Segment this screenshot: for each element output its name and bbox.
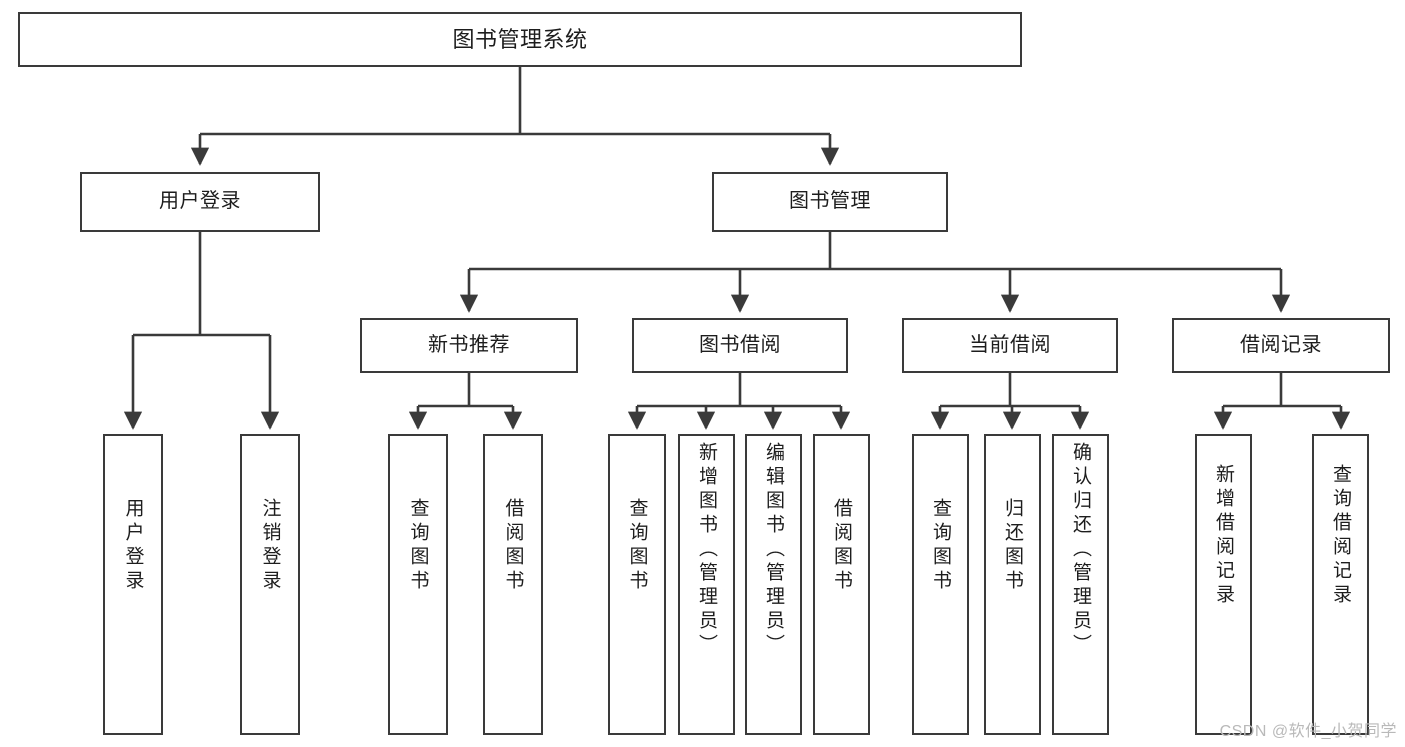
node-root[interactable]: 图书管理系统 — [18, 12, 1022, 67]
leaf-book-borrow-query-book[interactable]: 查询图书 — [608, 434, 666, 735]
node-book-borrow-label: 图书借阅 — [699, 333, 781, 356]
node-book-management[interactable]: 图书管理 — [712, 172, 948, 232]
node-new-book-recommend-label: 新书推荐 — [428, 333, 510, 356]
leaf-borrow-record-add-record[interactable]: 新增借阅记录 — [1195, 434, 1252, 735]
leaf-book-borrow-edit-book-label: 编辑图书（管理员） — [763, 442, 784, 658]
leaf-user-login-logout-label: 注销登录 — [259, 498, 281, 594]
leaf-book-borrow-add-book[interactable]: 新增图书（管理员） — [678, 434, 735, 735]
node-current-borrow[interactable]: 当前借阅 — [902, 318, 1118, 373]
leaf-current-borrow-query-book[interactable]: 查询图书 — [912, 434, 969, 735]
node-borrow-record-label: 借阅记录 — [1240, 333, 1322, 356]
node-borrow-record[interactable]: 借阅记录 — [1172, 318, 1390, 373]
leaf-borrow-record-query-record[interactable]: 查询借阅记录 — [1312, 434, 1369, 735]
leaf-user-login-logout[interactable]: 注销登录 — [240, 434, 300, 735]
leaf-borrow-record-add-record-label: 新增借阅记录 — [1213, 464, 1234, 608]
leaf-current-borrow-return-book-label: 归还图书 — [1002, 498, 1023, 594]
leaf-borrow-record-query-record-label: 查询借阅记录 — [1330, 464, 1351, 608]
leaf-user-login-login[interactable]: 用户登录 — [103, 434, 163, 735]
leaf-current-borrow-confirm-return[interactable]: 确认归还（管理员） — [1052, 434, 1109, 735]
leaf-new-book-query-book[interactable]: 查询图书 — [388, 434, 448, 735]
leaf-current-borrow-query-book-label: 查询图书 — [930, 498, 951, 594]
leaf-new-book-borrow-book[interactable]: 借阅图书 — [483, 434, 543, 735]
leaf-book-borrow-borrow-book-label: 借阅图书 — [831, 498, 852, 594]
node-user-login-label: 用户登录 — [159, 190, 241, 213]
leaf-book-borrow-query-book-label: 查询图书 — [626, 498, 648, 594]
leaf-current-borrow-confirm-return-label: 确认归还（管理员） — [1070, 442, 1091, 658]
leaf-user-login-login-label: 用户登录 — [122, 498, 144, 594]
leaf-new-book-borrow-book-label: 借阅图书 — [502, 498, 524, 594]
leaf-book-borrow-edit-book[interactable]: 编辑图书（管理员） — [745, 434, 802, 735]
node-current-borrow-label: 当前借阅 — [969, 333, 1051, 356]
node-new-book-recommend[interactable]: 新书推荐 — [360, 318, 578, 373]
leaf-book-borrow-add-book-label: 新增图书（管理员） — [696, 442, 717, 658]
leaf-new-book-query-book-label: 查询图书 — [407, 498, 429, 594]
leaf-current-borrow-return-book[interactable]: 归还图书 — [984, 434, 1041, 735]
node-user-login[interactable]: 用户登录 — [80, 172, 320, 232]
leaf-book-borrow-borrow-book[interactable]: 借阅图书 — [813, 434, 870, 735]
node-book-borrow[interactable]: 图书借阅 — [632, 318, 848, 373]
node-root-label: 图书管理系统 — [452, 26, 588, 52]
node-book-management-label: 图书管理 — [789, 190, 871, 213]
